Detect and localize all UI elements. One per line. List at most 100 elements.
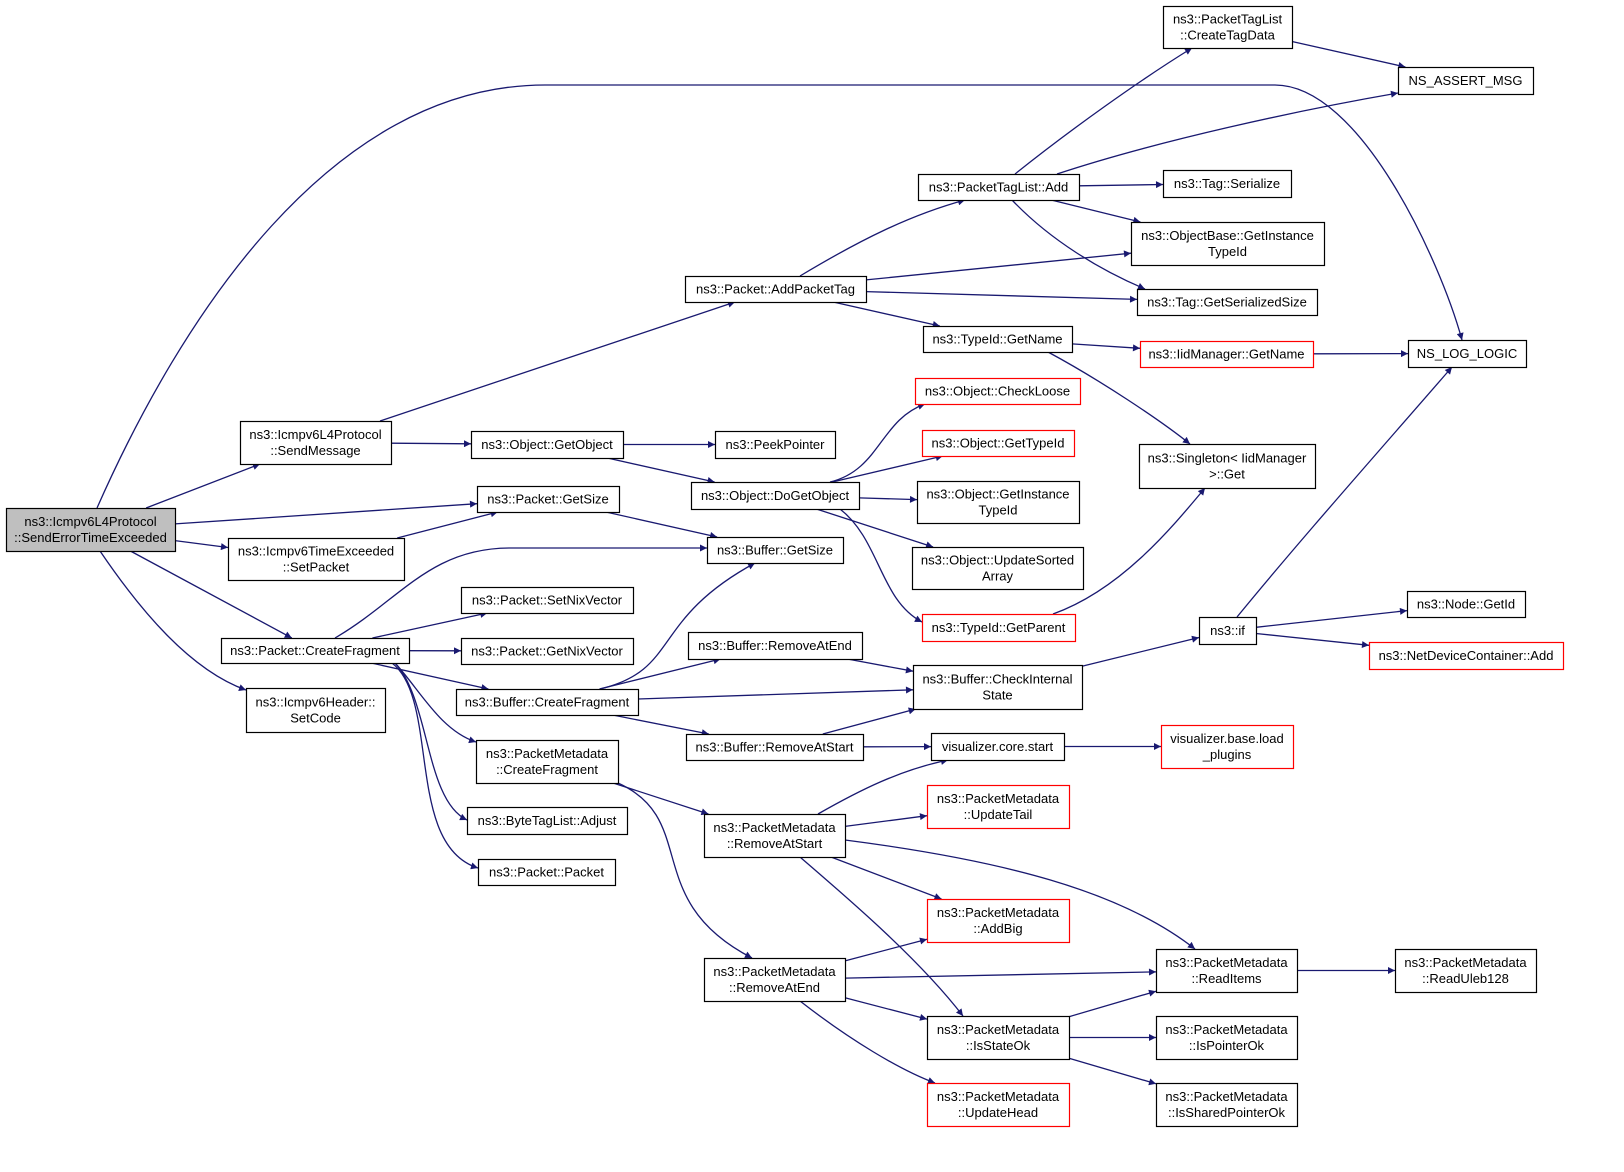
node-packetPacket[interactable]: ns3::Packet::Packet <box>477 858 617 887</box>
node-typeIdGetParent[interactable]: ns3::TypeId::GetParent <box>921 613 1077 643</box>
edge-pmRemoveAtStart-to-pmIsStateOk <box>799 856 964 1017</box>
node-label: Array <box>982 569 1014 584</box>
node-packetGetSize[interactable]: ns3::Packet::GetSize <box>476 485 621 514</box>
node-box <box>460 586 635 615</box>
edge-pmRemoveAtEnd-to-pmIsStateOk <box>844 997 928 1021</box>
node-label: SetCode <box>290 711 341 726</box>
node-pmIsStateOk[interactable]: ns3::PacketMetadata::IsStateOk <box>926 1015 1071 1061</box>
node-nsIf[interactable]: ns3::if <box>1198 616 1258 646</box>
node-tagSerialize[interactable]: ns3::Tag::Serialize <box>1162 169 1293 199</box>
node-singletonGet[interactable]: ns3::Singleton< IidManager >::Get <box>1138 443 1317 490</box>
node-label: ns3::Packet::GetNixVector <box>471 644 623 659</box>
node-packetCreateFragment[interactable]: ns3::Packet::CreateFragment <box>220 637 411 665</box>
node-box <box>1406 590 1527 619</box>
node-box <box>1130 221 1326 267</box>
node-label: ns3::PacketMetadata <box>937 905 1060 920</box>
node-netDeviceContainerAdd[interactable]: ns3::NetDeviceContainer::Add <box>1368 641 1565 671</box>
node-label: ns3::Packet::GetSize <box>487 492 608 507</box>
node-visualizerBaseLoadPlugins[interactable]: visualizer.base.load_plugins <box>1160 724 1295 770</box>
node-typeIdGetName[interactable]: ns3::TypeId::GetName <box>922 325 1074 354</box>
node-label: ns3::PacketMetadata <box>937 791 1060 806</box>
edge-sendMessage-to-addPacketTag <box>379 300 736 422</box>
node-sendMessage[interactable]: ns3::Icmpv6L4Protocol::SendMessage <box>239 420 393 466</box>
node-ptlAdd[interactable]: ns3::PacketTagList::Add <box>917 173 1081 202</box>
node-label: ::UpdateHead <box>958 1105 1038 1120</box>
node-label: ns3::Buffer::CheckInternal <box>922 672 1072 687</box>
node-label: ns3::ByteTagList::Adjust <box>478 813 617 828</box>
node-box <box>1155 1015 1299 1061</box>
node-label: ns3::NetDeviceContainer::Add <box>1379 648 1554 663</box>
node-label: ns3::PacketTagList::Add <box>929 180 1068 195</box>
node-pmRemoveAtEnd[interactable]: ns3::PacketMetadata::RemoveAtEnd <box>703 957 847 1003</box>
node-bufferGetSize[interactable]: ns3::Buffer::GetSize <box>706 536 845 565</box>
edge-objectDoGetObject-to-objectUpdateSortedArray <box>816 508 934 549</box>
edge-addPacketTag-to-typeIdGetName <box>833 301 940 328</box>
node-visualizerCoreStart[interactable]: visualizer.core.start <box>930 732 1066 762</box>
node-pmCreateFragment[interactable]: ns3::PacketMetadata::CreateFragment <box>475 739 620 785</box>
node-box <box>1198 616 1258 646</box>
node-label: ns3::PacketMetadata <box>486 746 609 761</box>
node-label: TypeId <box>1208 244 1247 259</box>
node-objectGetObject[interactable]: ns3::Object::GetObject <box>470 430 625 460</box>
node-label: ns3::PacketMetadata <box>713 964 836 979</box>
node-ptlCreateTagData[interactable]: ns3::PacketTagList::CreateTagData <box>1162 5 1294 50</box>
node-box <box>690 481 861 511</box>
node-nodeGetId[interactable]: ns3::Node::GetId <box>1406 590 1527 619</box>
node-label: ns3::Packet::SetNixVector <box>472 593 623 608</box>
edge-pmIsStateOk-to-pmReadItems <box>1068 989 1157 1018</box>
node-label: ::SendMessage <box>270 443 360 458</box>
node-label: ns3::Node::GetId <box>1417 597 1515 612</box>
node-pmReadItems[interactable]: ns3::PacketMetadata::ReadItems <box>1155 948 1299 994</box>
node-timeExceededSetPacket[interactable]: ns3::Icmpv6TimeExceeded::SetPacket <box>227 537 406 582</box>
node-objectDoGetObject[interactable]: ns3::Object::DoGetObject <box>690 481 861 511</box>
node-label: ::SetPacket <box>283 560 350 575</box>
node-label: ::CreateFragment <box>496 762 598 777</box>
node-box <box>470 430 625 460</box>
node-nsAssertMsg[interactable]: NS_ASSERT_MSG <box>1397 66 1535 96</box>
node-pmUpdateHead[interactable]: ns3::PacketMetadata::UpdateHead <box>926 1082 1071 1128</box>
node-label: ns3::Object::GetObject <box>481 437 613 452</box>
node-tagGetSerializedSize[interactable]: ns3::Tag::GetSerializedSize <box>1136 288 1319 317</box>
node-iidManagerGetName[interactable]: ns3::IidManager::GetName <box>1139 340 1315 369</box>
edge-pmRemoveAtStart-to-pmReadItems <box>844 839 1196 950</box>
node-peekPointer[interactable]: ns3::PeekPointer <box>714 430 837 460</box>
node-objectCheckLoose[interactable]: ns3::Object::CheckLoose <box>914 377 1082 406</box>
edge-ptlAdd-to-objBaseGetInstanceTypeId <box>1051 199 1141 224</box>
node-nsLogLogic[interactable]: NS_LOG_LOGIC <box>1407 339 1528 369</box>
node-label: ns3::Object::UpdateSorted <box>921 553 1074 568</box>
node-label: ns3::Packet::Packet <box>489 865 604 880</box>
node-bufferCreateFragment[interactable]: ns3::Buffer::CreateFragment <box>455 688 640 717</box>
node-bufferRemoveAtEnd[interactable]: ns3::Buffer::RemoveAtEnd <box>687 631 864 661</box>
node-label: ns3::PacketMetadata <box>1165 1089 1288 1104</box>
edge-pmRemoveAtStart-to-visualizerCoreStart <box>817 758 949 815</box>
edge-ptlAdd-to-ptlCreateTagData <box>1014 47 1193 175</box>
edge-ptlCreateTagData-to-nsAssertMsg <box>1291 40 1406 69</box>
edge-timeExceededSetPacket-to-packetGetSize <box>397 510 498 539</box>
node-pmAddBig[interactable]: ns3::PacketMetadata::AddBig <box>926 898 1071 944</box>
node-addPacketTag[interactable]: ns3::Packet::AddPacketTag <box>684 275 868 304</box>
node-bufferRemoveAtStart[interactable]: ns3::Buffer::RemoveAtStart <box>685 733 865 762</box>
node-label: ns3::Buffer::CreateFragment <box>465 695 630 710</box>
node-label: ns3::PacketMetadata <box>937 1022 1060 1037</box>
node-packetGetNixVector[interactable]: ns3::Packet::GetNixVector <box>460 637 635 666</box>
node-box <box>1397 66 1535 96</box>
node-packetSetNixVector[interactable]: ns3::Packet::SetNixVector <box>460 586 635 615</box>
node-label: ns3::Object::GetTypeId <box>932 436 1065 451</box>
edge-root-to-packetCreateFragment <box>130 550 293 639</box>
node-pmReadUleb128[interactable]: ns3::PacketMetadata::ReadUleb128 <box>1394 948 1538 994</box>
node-box <box>911 546 1085 591</box>
edge-bufferCreateFragment-to-bufferRemoveAtEnd <box>599 657 721 690</box>
node-root[interactable]: ns3::Icmpv6L4Protocol::SendErrorTimeExce… <box>5 507 177 553</box>
node-objectGetTypeId[interactable]: ns3::Object::GetTypeId <box>921 429 1076 458</box>
node-pmIsSharedPointerOk[interactable]: ns3::PacketMetadata::IsSharedPointerOk <box>1155 1082 1299 1128</box>
node-pmUpdateTail[interactable]: ns3::PacketMetadata::UpdateTail <box>926 784 1071 830</box>
node-pmIsPointerOk[interactable]: ns3::PacketMetadata::IsPointerOk <box>1155 1015 1299 1061</box>
node-pmRemoveAtStart[interactable]: ns3::PacketMetadata::RemoveAtStart <box>703 813 847 859</box>
edge-root-to-icmpv6HeaderSetCode <box>99 550 247 691</box>
node-icmpv6HeaderSetCode[interactable]: ns3::Icmpv6Header::SetCode <box>245 687 387 734</box>
node-byteTagListAdjust[interactable]: ns3::ByteTagList::Adjust <box>466 806 629 836</box>
